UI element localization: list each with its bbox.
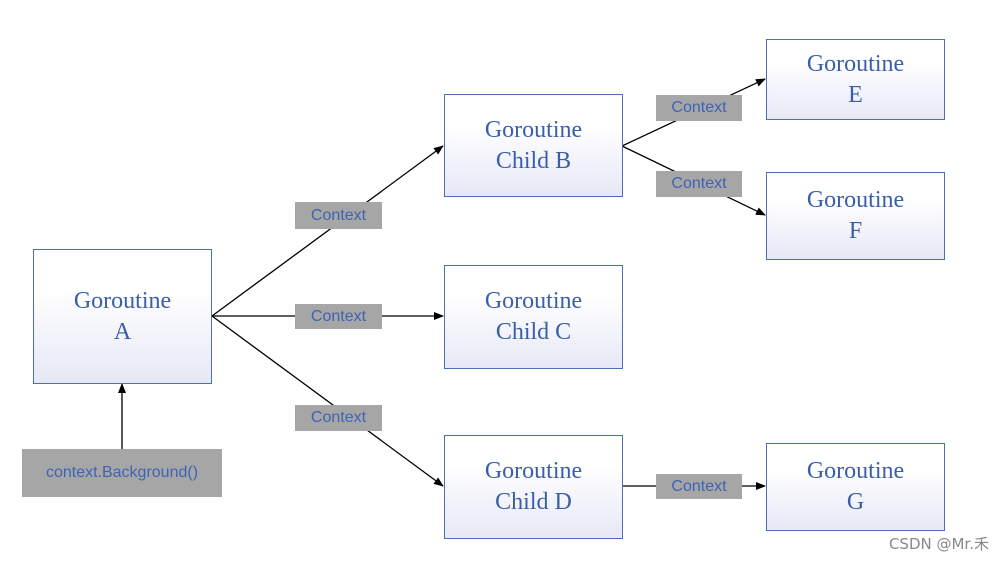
node-d-line1: Goroutine [484,458,583,484]
context-tag-a-c: Context [295,304,382,329]
node-c-line2: Child C [495,319,572,345]
goroutine-a-node: Goroutine A [33,249,212,384]
node-c-line1: Goroutine [484,288,583,314]
context-tag-d-g: Context [656,474,742,499]
node-e-line2: E [848,81,863,108]
context-tag-a-b: Context [295,202,382,229]
context-background-label: context.Background() [22,449,222,497]
goroutine-g-node: Goroutine G [766,443,945,531]
context-tag-b-e: Context [656,95,742,121]
node-d-line2: Child D [495,489,572,515]
node-a-line1: Goroutine [73,287,172,314]
arrow-a-to-d [211,315,444,487]
goroutine-child-b-node: Goroutine Child B [444,94,623,197]
node-f-line1: Goroutine [806,187,905,213]
goroutine-e-node: Goroutine E [766,39,945,120]
node-g-line2: G [846,489,865,515]
node-b-line1: Goroutine [484,116,583,143]
node-b-line2: Child B [495,147,572,174]
goroutine-f-node: Goroutine F [766,172,945,260]
goroutine-child-c-node: Goroutine Child C [444,265,623,369]
node-f-line2: F [848,218,863,244]
goroutine-child-d-node: Goroutine Child D [444,435,623,539]
node-e-line1: Goroutine [806,50,905,77]
node-a-line2: A [113,318,132,345]
node-g-line1: Goroutine [806,458,905,484]
context-tag-b-f: Context [656,171,742,197]
csdn-watermark: CSDN @Mr.禾 [888,535,989,553]
arrow-a-to-b [211,145,444,317]
context-tag-a-d: Context [295,405,382,431]
